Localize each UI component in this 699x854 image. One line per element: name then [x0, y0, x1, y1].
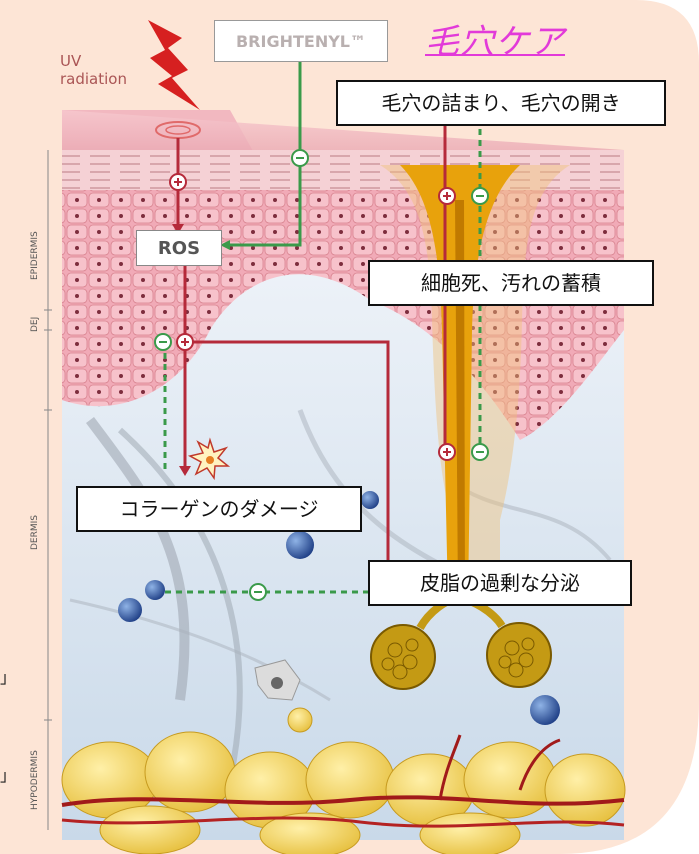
brightenyl-label: BRIGHTENYL™ [214, 20, 388, 62]
callout-pore-clog: 毛穴の詰まり、毛穴の開き [336, 80, 666, 126]
dermis-label: DERMIS [30, 515, 40, 550]
dej-label: DEJ [30, 317, 40, 332]
ros-label: ROS [136, 230, 222, 266]
epidermis-label: EPIDERMIS [30, 231, 40, 280]
radiation-label: radiation [60, 70, 127, 88]
callout-sebum: 皮脂の過剰な分泌 [368, 560, 632, 606]
callout-collagen: コラーゲンのダメージ [76, 486, 362, 532]
callout-cell-death: 細胞死、汚れの蓄積 [368, 260, 654, 306]
left-bracket-2: 」 [0, 762, 16, 786]
title: 毛穴ケア [425, 14, 565, 63]
hypodermis-label: HYPODERMIS [30, 750, 40, 810]
uv-label: UV [60, 52, 81, 70]
left-bracket-1: 」 [0, 664, 16, 688]
